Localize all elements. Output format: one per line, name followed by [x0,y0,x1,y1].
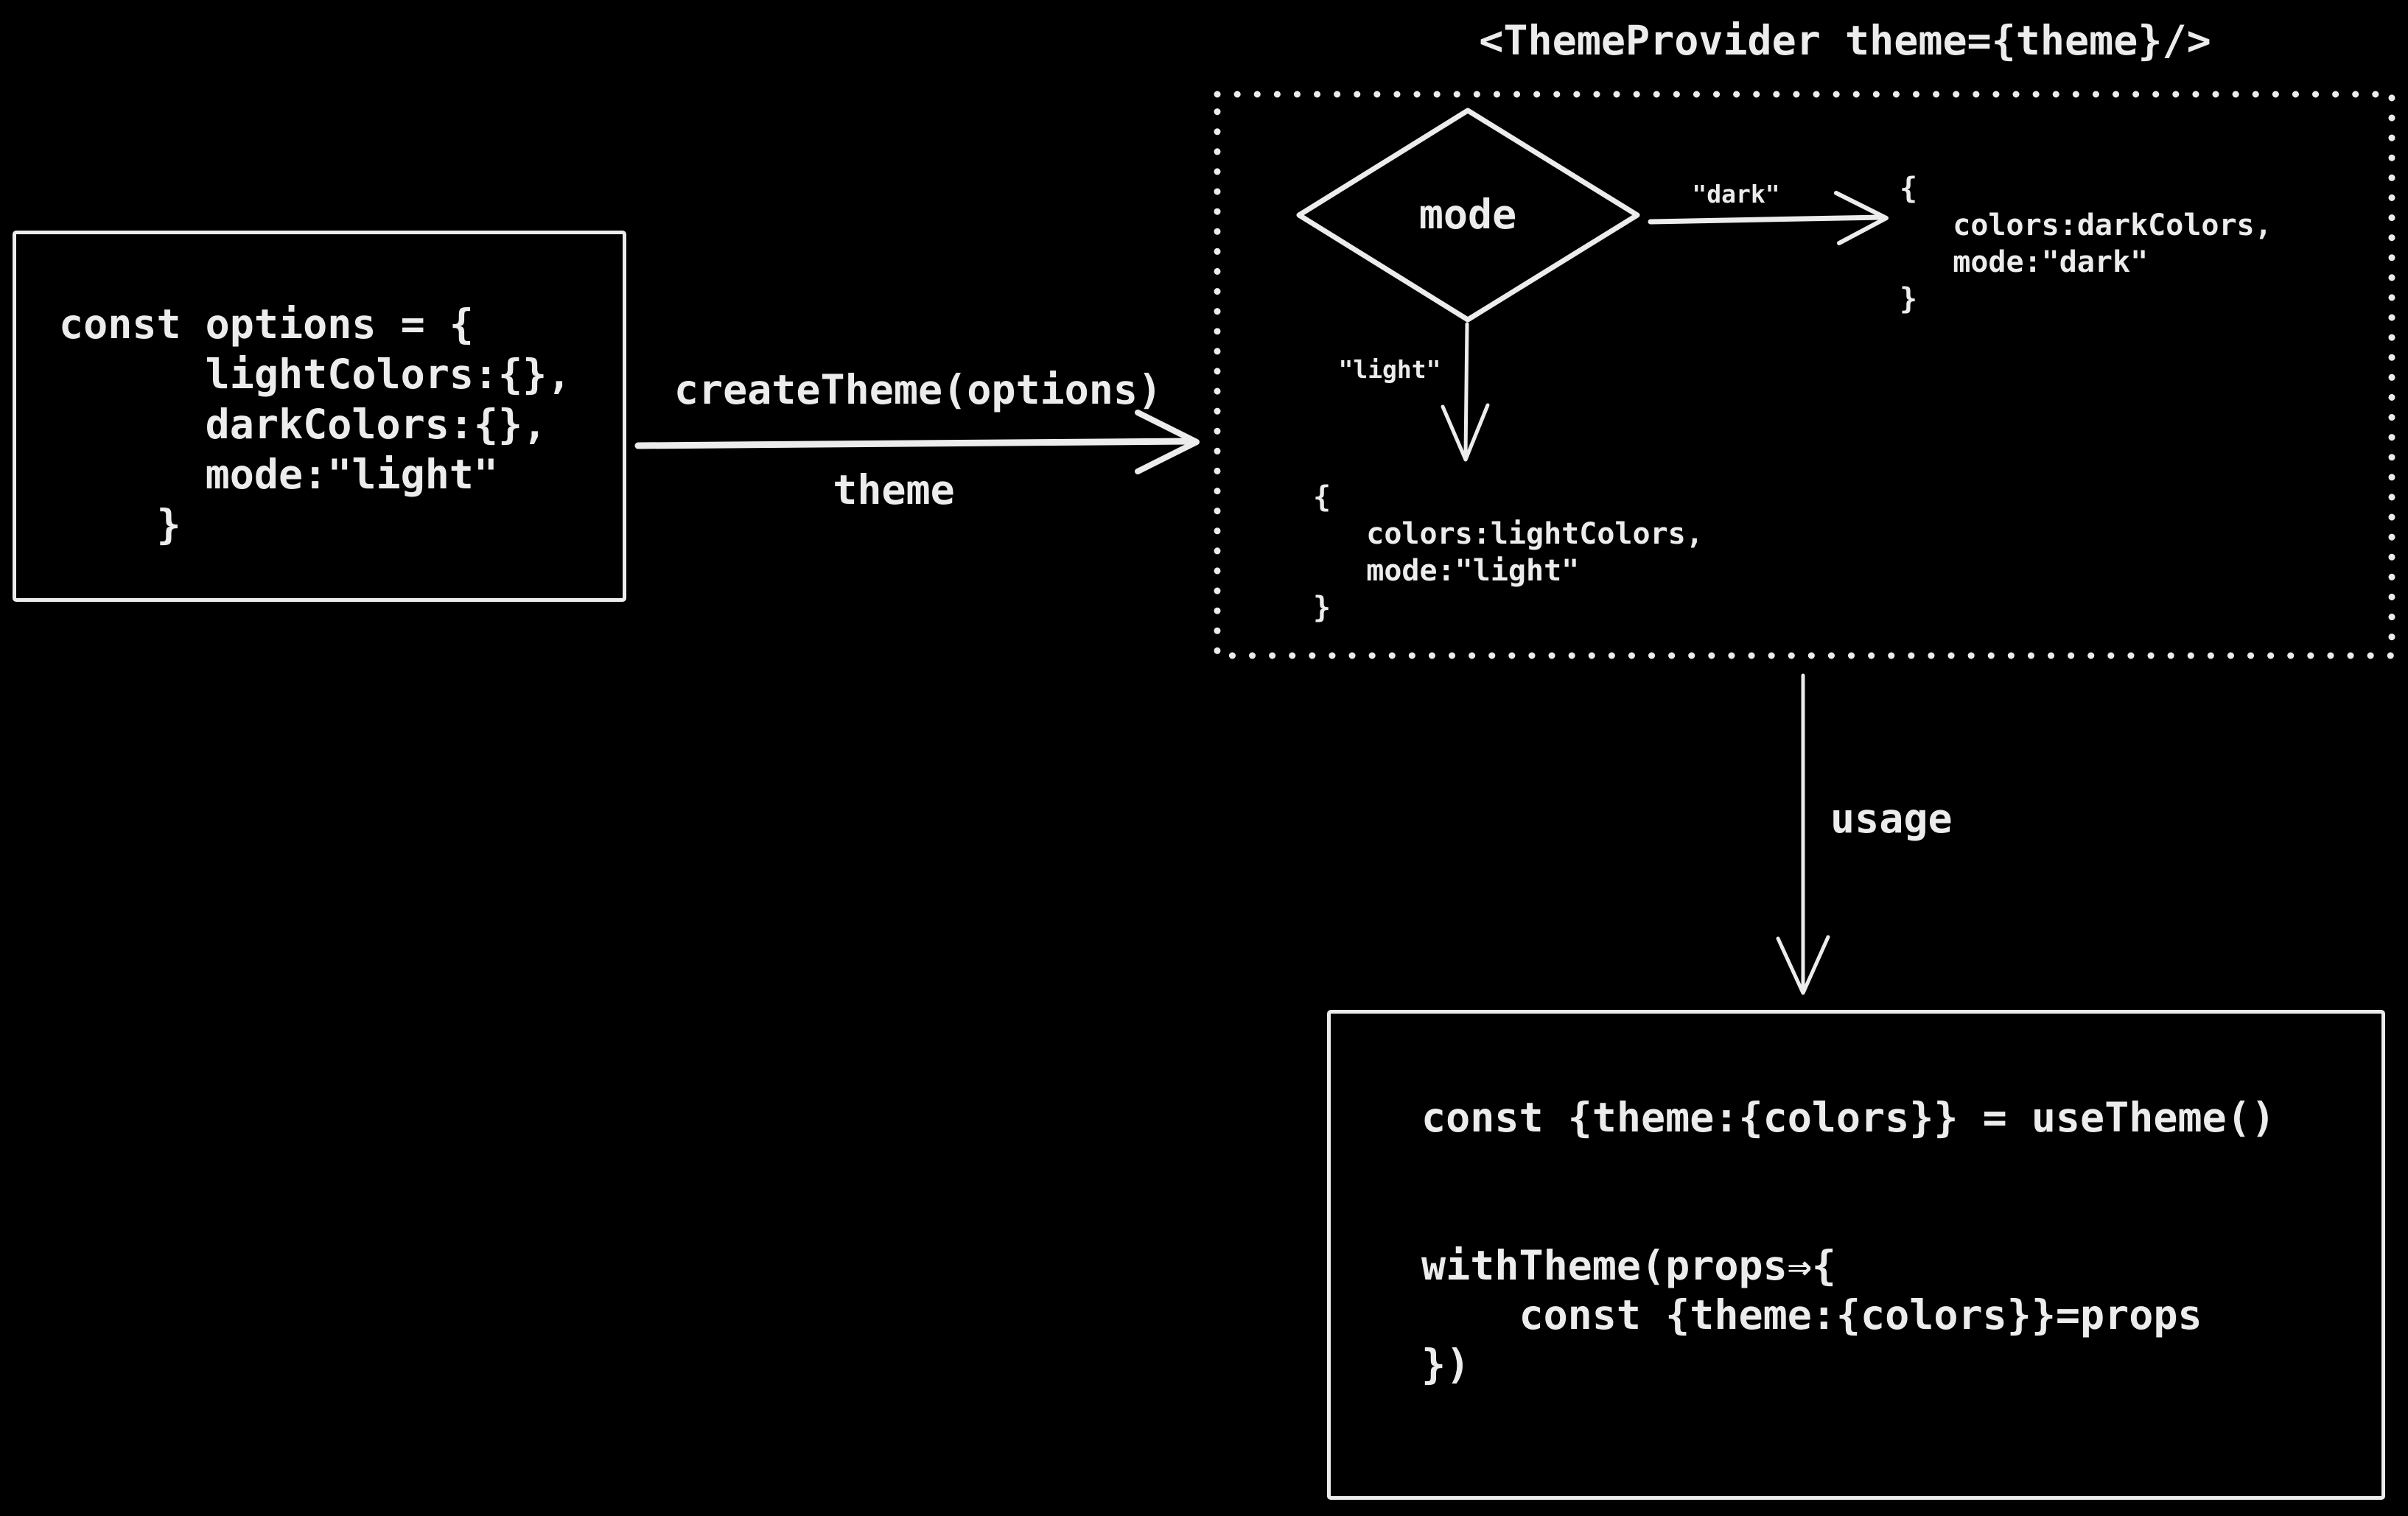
theme-provider-title: <ThemeProvider theme={theme}/> [1479,17,2211,64]
create-theme-call-label: createTheme(options) [673,366,1163,413]
usage-box: const {theme:{colors}} = useTheme() with… [1327,1010,2385,1500]
options-box: const options = { lightColors:{}, darkCo… [13,231,626,602]
mode-diamond-shape [1296,108,1640,323]
dark-result-code: { colors:darkColors, mode:"dark" } [1900,172,2272,316]
dark-arrowhead [1834,191,1889,245]
light-arrowhead [1441,403,1490,462]
dark-arrow-line [1648,214,1883,225]
usage-code: const {theme:{colors}} = useTheme() with… [1421,1094,2275,1388]
create-theme-arrowhead [1135,410,1200,474]
mode-decision-label: mode [1418,191,1517,238]
light-result-code: { colors:lightColors, mode:"light" } [1313,480,1704,625]
theme-provider-box: mode "dark" { colors:darkColors, mode:"d… [1217,94,2392,656]
usage-label: usage [1830,795,1953,842]
theme-provider-box-border [1214,91,2395,659]
light-arrow-line [1463,322,1469,457]
usage-arrowhead [1776,935,1830,995]
dark-branch-label: "dark" [1692,180,1780,208]
light-branch-label: "light" [1338,355,1441,384]
create-theme-arrow-line [634,438,1193,449]
theme-result-label: theme [833,466,955,513]
options-code: const options = { lightColors:{}, darkCo… [59,301,572,548]
